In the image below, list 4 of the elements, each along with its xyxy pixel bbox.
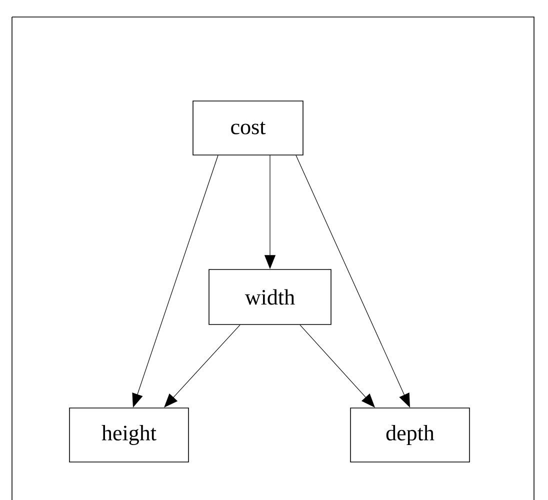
node-box: cost xyxy=(192,100,304,156)
node-box: depth xyxy=(350,408,470,462)
node-box: width xyxy=(208,269,332,325)
node-box: height xyxy=(69,408,189,462)
